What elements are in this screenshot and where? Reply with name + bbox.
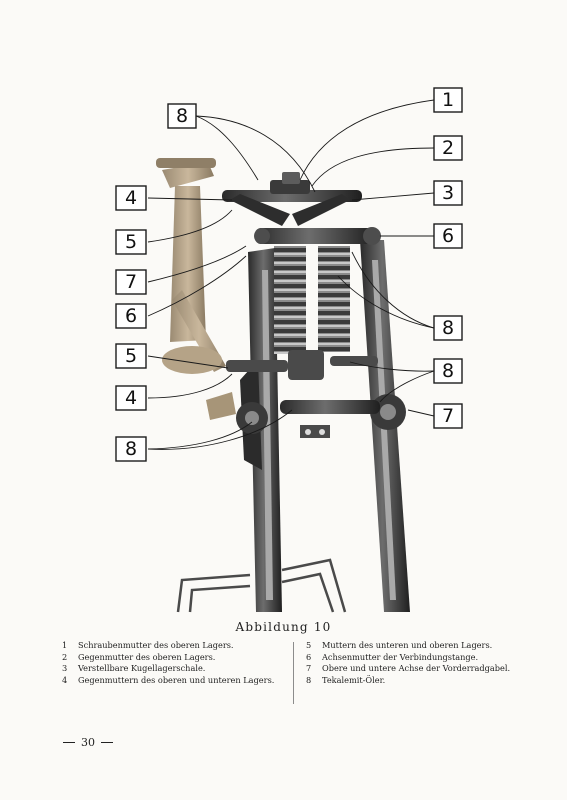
- svg-text:1: 1: [442, 89, 454, 111]
- dash-right: [101, 742, 113, 743]
- legend-number: 3: [62, 663, 68, 674]
- legend-number: 6: [306, 651, 312, 662]
- legend-item: 5 Muttern des unteren und oberen Lagers.: [306, 640, 522, 652]
- svg-text:4: 4: [125, 387, 137, 409]
- legend-number: 7: [306, 663, 312, 674]
- legend-item: 8 Tekalemit-Öler.: [306, 675, 522, 687]
- stand-frame: [176, 558, 347, 613]
- leader-lines: [147, 99, 435, 450]
- legend-item: 4 Gegenmuttern des oberen und unteren La…: [62, 675, 280, 687]
- callout-1: 1: [433, 87, 463, 113]
- legend-number: 8: [306, 674, 312, 685]
- callout-2: 2: [433, 135, 463, 161]
- svg-text:5: 5: [125, 231, 137, 253]
- svg-text:7: 7: [125, 271, 137, 293]
- callout-8-right-lower: 8: [433, 358, 463, 384]
- svg-text:3: 3: [442, 182, 454, 204]
- legend-text: Schraubenmutter des oberen Lagers.: [78, 640, 234, 650]
- legend-item: 1 Schraubenmutter des oberen Lagers.: [62, 640, 280, 652]
- svg-text:8: 8: [442, 360, 454, 382]
- frame-tube: [156, 158, 236, 420]
- callout-7-right: 7: [433, 403, 463, 429]
- callout-8-right-upper: 8: [433, 315, 463, 341]
- svg-text:8: 8: [442, 317, 454, 339]
- callout-5-top: 5: [115, 229, 147, 255]
- legend-item: 2 Gegenmutter des oberen Lagers.: [62, 652, 280, 664]
- svg-text:4: 4: [125, 187, 137, 209]
- callout-4-lower: 4: [115, 385, 147, 411]
- callout-4-top: 4: [115, 185, 147, 211]
- svg-text:6: 6: [442, 225, 454, 247]
- legend-text: Gegenmuttern des oberen und unteren Lage…: [78, 674, 275, 685]
- callout-6-right: 6: [433, 223, 463, 249]
- suspension-springs: [226, 246, 378, 380]
- legend-item: 7 Obere und untere Achse der Vorderradga…: [306, 663, 522, 675]
- svg-text:5: 5: [125, 345, 137, 367]
- figure-legend: 1 Schraubenmutter des oberen Lagers. 2 G…: [62, 640, 522, 712]
- callout-7-left: 7: [115, 269, 147, 295]
- svg-text:2: 2: [442, 137, 454, 159]
- svg-text:8: 8: [176, 105, 188, 127]
- legend-text: Obere und untere Achse der Vorderradgabe…: [322, 663, 511, 674]
- legend-text: Tekalemit-Öler.: [322, 674, 386, 685]
- legend-text: Verstellbare Kugellagerschale.: [78, 663, 206, 674]
- legend-divider: [293, 642, 294, 704]
- legend-item: 3 Verstellbare Kugellagerschale.: [62, 663, 280, 675]
- callout-8-top: 8: [167, 103, 197, 129]
- svg-text:7: 7: [442, 405, 454, 427]
- figure-caption: Abbildung 10: [235, 620, 332, 634]
- legend-number: 5: [306, 640, 312, 650]
- legend-number: 1: [62, 640, 68, 650]
- callout-6-left: 6: [115, 303, 147, 329]
- legend-number: 4: [62, 674, 68, 685]
- legend-text: Muttern des unteren und oberen Lagers.: [322, 640, 493, 650]
- page-number: 30: [63, 736, 113, 749]
- svg-text:6: 6: [125, 305, 137, 327]
- legend-text: Gegenmutter des oberen Lagers.: [78, 651, 216, 662]
- callout-5-lower: 5: [115, 343, 147, 369]
- callout-3: 3: [433, 180, 463, 206]
- callout-8-bottom: 8: [115, 436, 147, 462]
- legend-text: Achsenmutter der Verbindungstange.: [322, 651, 479, 662]
- legend-item: 6 Achsenmutter der Verbindungstange.: [306, 652, 522, 664]
- svg-text:8: 8: [125, 438, 137, 460]
- fork-illustration: 8 1 2 4 3 5 6 7 6 8 5 8 4 7 8: [115, 87, 463, 613]
- legend-column-left: 1 Schraubenmutter des oberen Lagers. 2 G…: [62, 640, 280, 686]
- legend-number: 2: [62, 651, 68, 662]
- fork-legs: [236, 240, 410, 612]
- fork-crown: [222, 172, 381, 438]
- dash-left: [63, 742, 75, 743]
- legend-column-right: 5 Muttern des unteren und oberen Lagers.…: [306, 640, 522, 686]
- page-number-text: 30: [81, 736, 95, 749]
